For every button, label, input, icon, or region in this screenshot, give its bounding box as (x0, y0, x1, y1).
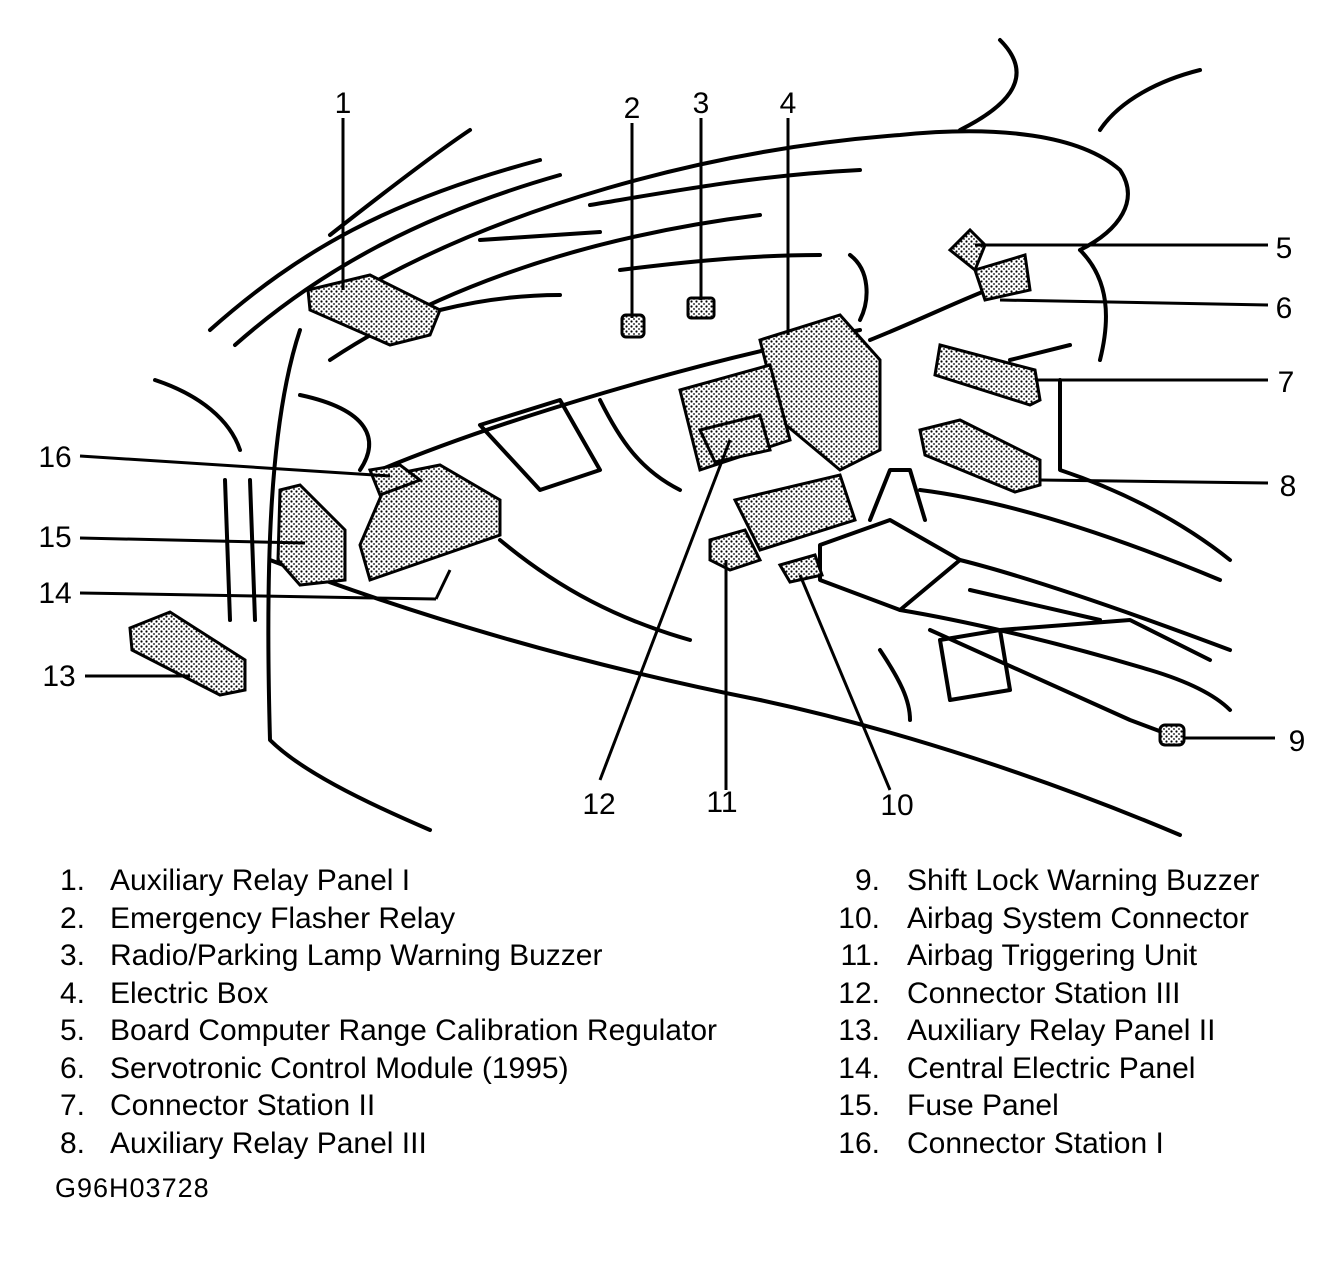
legend-item: 12. Connector Station III (820, 975, 1259, 1013)
legend-number: 8. (59, 1126, 85, 1160)
legend-text: Auxiliary Relay Panel III (110, 1126, 427, 1160)
legend-number: 11. (840, 939, 880, 972)
callout-14: 14 (38, 577, 71, 610)
legend-number: 10. (838, 901, 880, 935)
legend-number: 7. (59, 1089, 85, 1122)
callout-12: 12 (582, 788, 615, 821)
legend-text: Central Electric Panel (907, 1051, 1196, 1085)
legend-number: 2. (59, 901, 85, 935)
legend-item: 6. Servotronic Control Module (1995) (40, 1050, 717, 1088)
legend-number: 15. (838, 1089, 880, 1122)
leader-lines (79, 118, 1275, 791)
callout-3: 3 (693, 87, 710, 120)
legend-item: 9. Shift Lock Warning Buzzer (820, 862, 1259, 900)
legend-number: 5. (59, 1014, 85, 1047)
callout-9: 9 (1289, 725, 1306, 758)
legend-text: Auxiliary Relay Panel I (110, 864, 411, 897)
callout-5: 5 (1276, 232, 1293, 265)
legend-text: Airbag Triggering Unit (907, 939, 1198, 972)
callout-16: 16 (38, 441, 71, 474)
legend-item: 10. Airbag System Connector (820, 900, 1259, 938)
callout-4: 4 (780, 87, 797, 120)
callout-7: 7 (1278, 366, 1295, 399)
component-connector-station-3 (697, 413, 772, 464)
legend-item: 16. Connector Station I (820, 1125, 1259, 1163)
legend-text: Board Computer Range Calibration Regulat… (110, 1014, 718, 1047)
legend-item: 5. Board Computer Range Calibration Regul… (40, 1012, 717, 1050)
legend-text: Connector Station II (110, 1089, 376, 1122)
legend-text: Emergency Flasher Relay (110, 901, 456, 935)
legend-number: 13. (838, 1014, 880, 1047)
component-shift-lock-buzzer (1158, 723, 1186, 747)
legend-number: 9. (854, 864, 880, 897)
legend-number: 14. (838, 1051, 880, 1085)
legend-item: 14. Central Electric Panel (820, 1050, 1259, 1088)
legend-item: 7. Connector Station II (40, 1087, 717, 1125)
callout-11: 11 (706, 786, 737, 819)
component-connector-station-2 (933, 343, 1042, 407)
component-airbag-connector (777, 553, 824, 584)
legend-number: 6. (59, 1051, 85, 1085)
callout-2: 2 (624, 92, 641, 125)
legend-item: 13. Auxiliary Relay Panel II (820, 1012, 1259, 1050)
legend-item: 11. Airbag Triggering Unit (820, 937, 1259, 975)
callout-15: 15 (38, 521, 71, 554)
callout-labels: 1 2 3 4 5 6 7 8 9 10 11 12 13 14 15 16 (38, 87, 1305, 822)
component-connector-station-1 (367, 463, 424, 497)
legend-number: 12. (838, 976, 880, 1010)
legend-item: 1. Auxiliary Relay Panel I (40, 862, 717, 900)
legend-number: 1. (59, 864, 85, 897)
legend-number: 3. (59, 939, 85, 972)
callout-6: 6 (1276, 292, 1293, 325)
dashboard-diagram: 1 2 3 4 5 6 7 8 9 10 11 12 13 14 15 16 (38, 38, 1305, 837)
component-emergency-flasher-relay (620, 313, 646, 339)
component-board-computer-regulator (947, 227, 987, 273)
callout-1: 1 (335, 87, 352, 120)
legend-item: 15. Fuse Panel (820, 1087, 1259, 1125)
legend-number: 4. (59, 976, 85, 1010)
legend-text: Fuse Panel (907, 1089, 1059, 1122)
callout-10: 10 (880, 789, 913, 822)
component-auxiliary-relay-panel-3 (918, 418, 1042, 494)
legend-text: Connector Station I (907, 1126, 1164, 1160)
callout-8: 8 (1280, 470, 1297, 503)
legend-text: Radio/Parking Lamp Warning Buzzer (110, 939, 603, 972)
legend-right-column: 9. Shift Lock Warning Buzzer 10. Airbag Sy… (820, 862, 1259, 1162)
legend-item: 2. Emergency Flasher Relay (40, 900, 717, 938)
legend-text: Shift Lock Warning Buzzer (907, 864, 1260, 897)
component-fuse-panel (276, 483, 347, 587)
figure-code: G96H03728 (55, 1173, 210, 1203)
legend-text: Electric Box (110, 976, 269, 1010)
legend-item: 3. Radio/Parking Lamp Warning Buzzer (40, 937, 717, 975)
callout-13: 13 (42, 660, 75, 693)
component-auxiliary-relay-panel-1 (306, 273, 442, 347)
component-airbag-triggering-unit (708, 528, 763, 572)
legend-number: 16. (838, 1126, 880, 1160)
legend-item: 4. Electric Box (40, 975, 717, 1013)
legend-text: Servotronic Control Module (1995) (110, 1051, 569, 1085)
legend-left-column: 1. Auxiliary Relay Panel I 2. Emergency Fl… (40, 862, 717, 1162)
legend-text: Airbag System Connector (907, 901, 1249, 935)
component-auxiliary-relay-panel-2 (128, 610, 247, 697)
legend-text: Auxiliary Relay Panel II (907, 1014, 1216, 1047)
legend-item: 8. Auxiliary Relay Panel III (40, 1125, 717, 1163)
component-servotronic-module (973, 253, 1032, 302)
legend-text: Connector Station III (907, 976, 1181, 1010)
component-radio-parking-buzzer (686, 296, 716, 320)
